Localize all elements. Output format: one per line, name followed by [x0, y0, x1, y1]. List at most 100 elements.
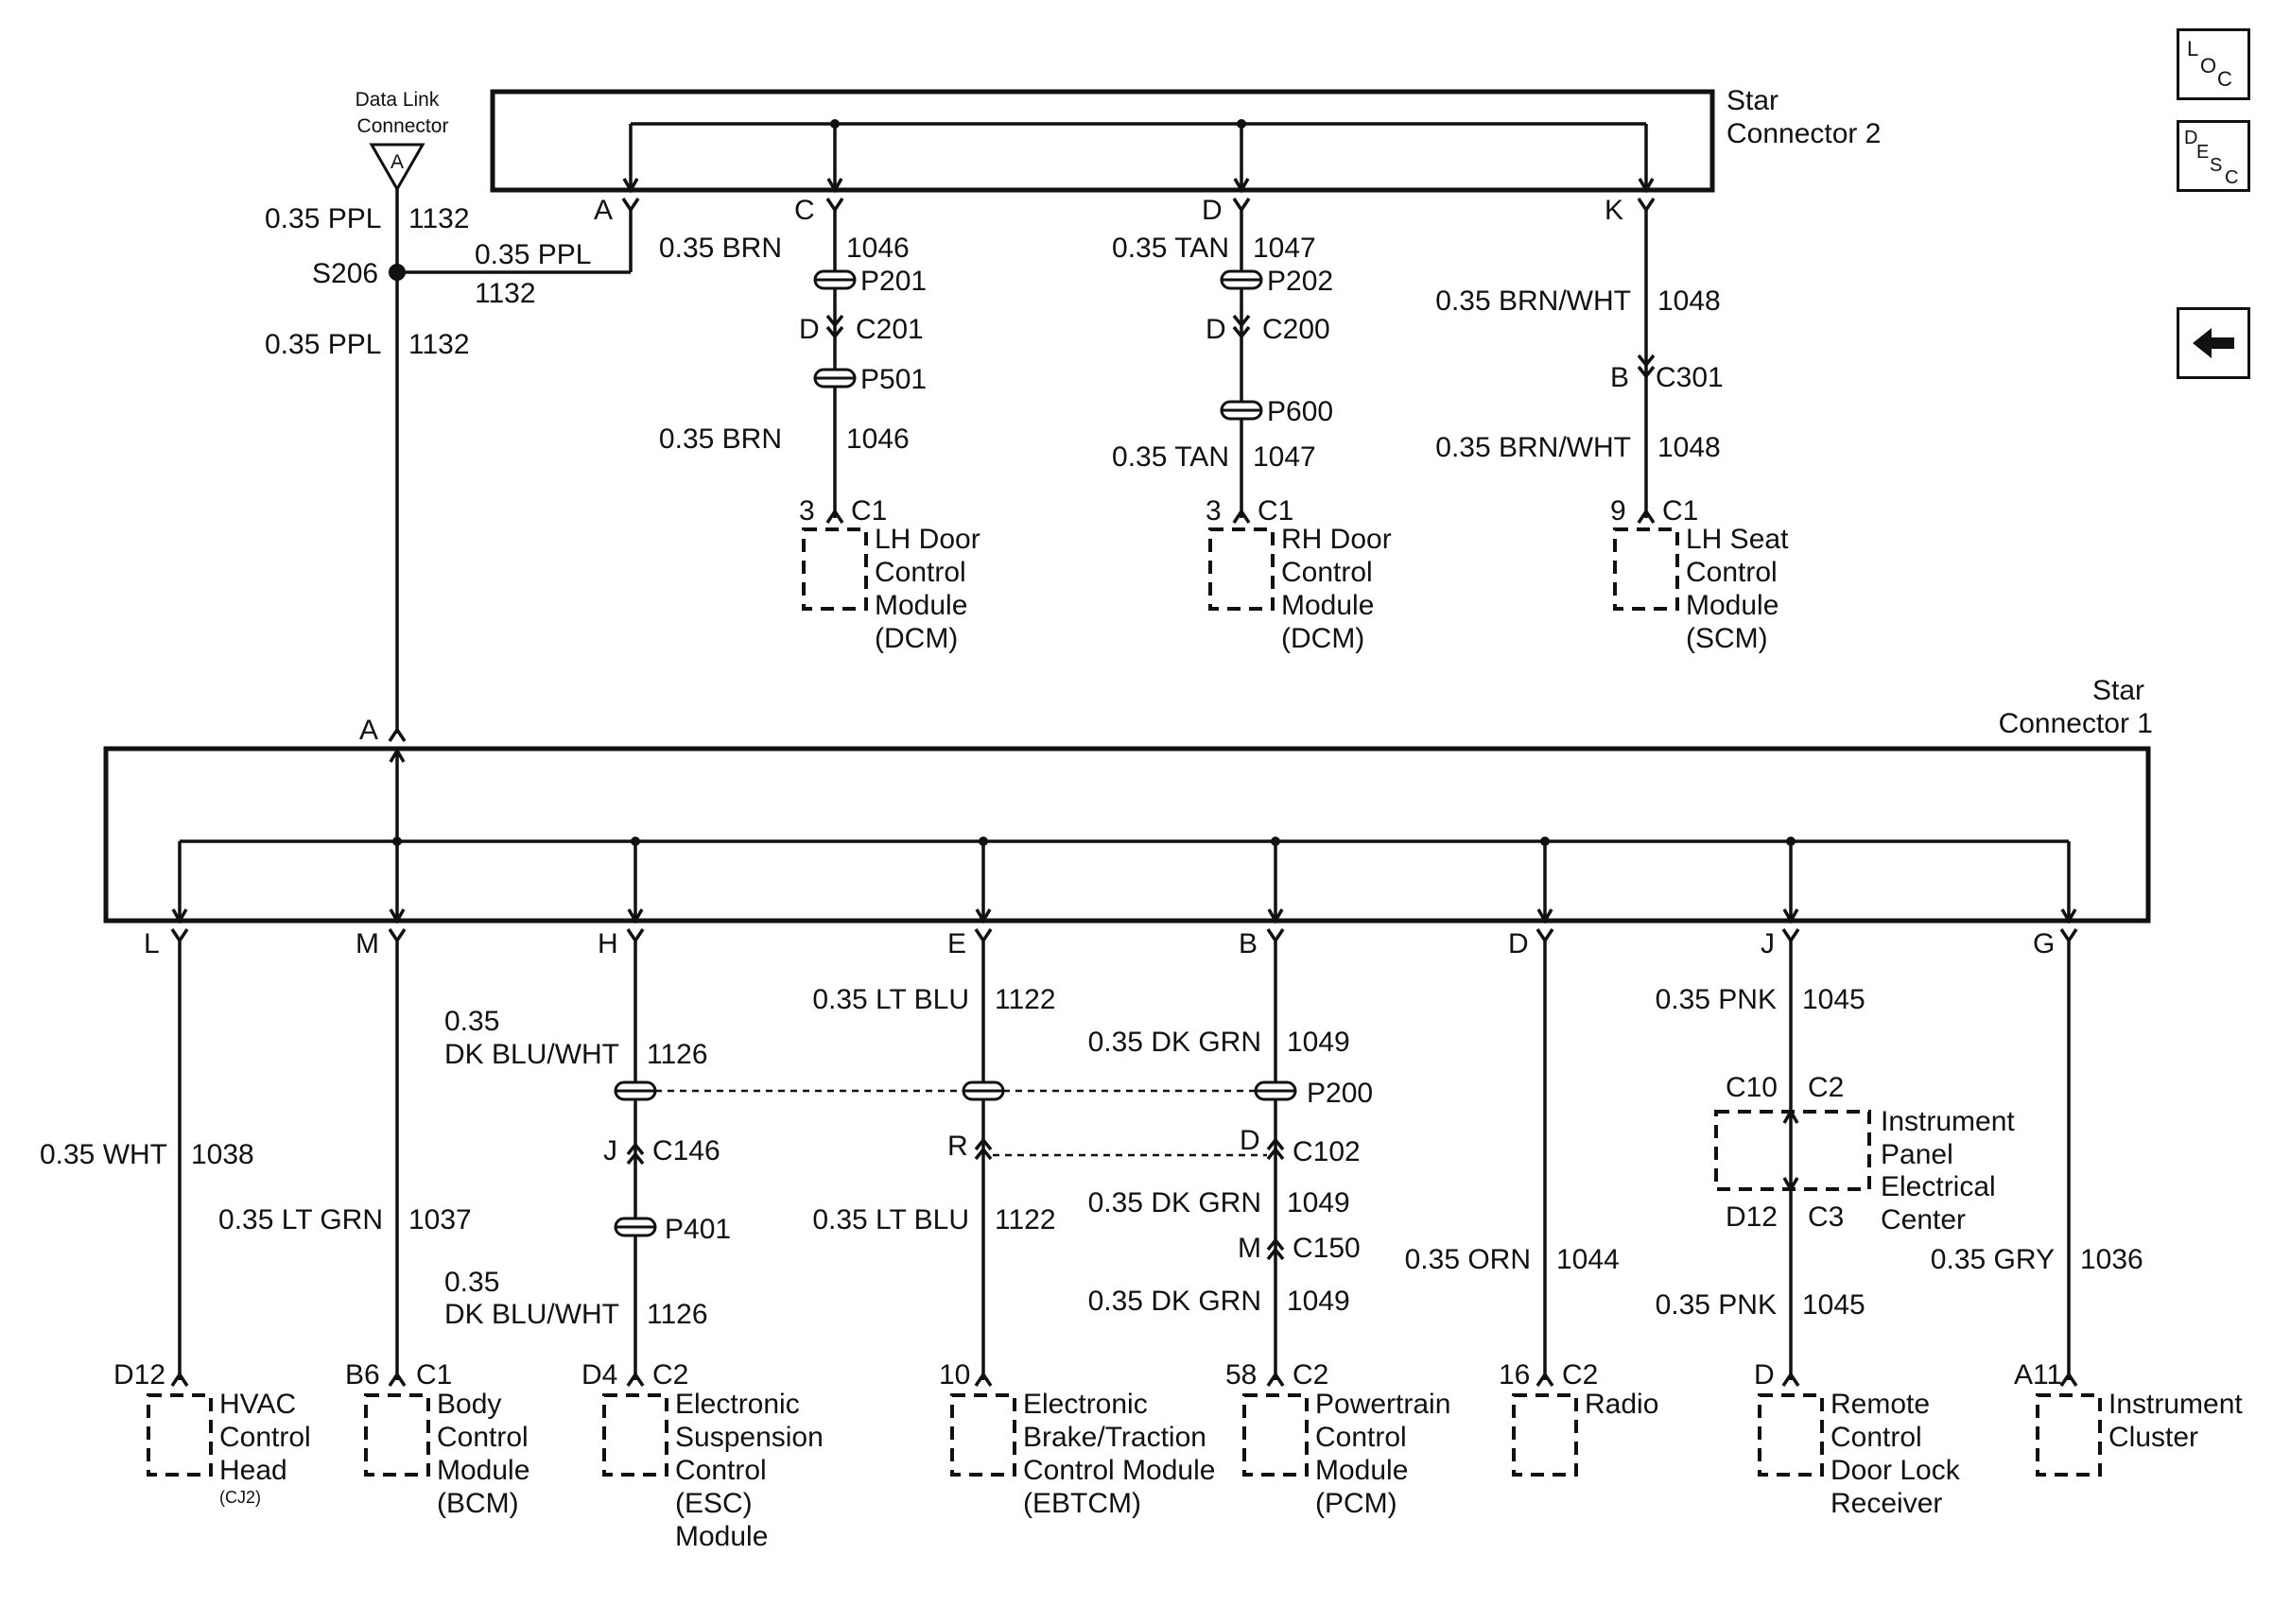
svg-text:1126: 1126 — [647, 1039, 708, 1070]
pcm-branch: 0.35 DK GRN 1049 P200 D C102 0.35 DK GRN… — [1088, 944, 1450, 1519]
svg-text:1122: 1122 — [995, 1204, 1056, 1235]
svg-text:1048: 1048 — [1657, 285, 1721, 317]
loc-button[interactable]: L O C — [2177, 28, 2250, 100]
svg-text:1045: 1045 — [1802, 1289, 1865, 1321]
svg-text:RH Door: RH Door — [1281, 524, 1392, 555]
svg-text:0.35: 0.35 — [444, 1006, 499, 1037]
svg-text:16: 16 — [1499, 1359, 1530, 1391]
svg-text:D12: D12 — [1726, 1201, 1778, 1233]
bcm-branch: 0.35 LT GRN 1037 B6 C1 Body Control Modu… — [218, 944, 529, 1519]
svg-text:Control: Control — [1315, 1422, 1407, 1453]
svg-text:D: D — [1206, 314, 1226, 345]
svg-text:Connector 1: Connector 1 — [1999, 708, 2153, 739]
pin-label: K — [1605, 195, 1623, 226]
svg-text:(EBTCM): (EBTCM) — [1023, 1488, 1141, 1519]
svg-text:C1: C1 — [416, 1359, 452, 1391]
svg-text:P202: P202 — [1267, 266, 1333, 297]
svg-text:Radio: Radio — [1585, 1389, 1658, 1420]
hvac-branch: 0.35 WHT 1038 D12 HVAC Control Head (CJ2… — [40, 944, 311, 1507]
svg-text:HVAC: HVAC — [219, 1389, 296, 1420]
svg-text:C: C — [2217, 67, 2232, 91]
radio-branch: 0.35 ORN 1044 16 C2 Radio — [1405, 944, 1658, 1477]
svg-text:10: 10 — [939, 1359, 970, 1391]
svg-text:LH Seat: LH Seat — [1686, 524, 1789, 555]
svg-text:1046: 1046 — [846, 233, 910, 264]
svg-text:0.35 BRN: 0.35 BRN — [659, 423, 782, 455]
desc-icon: D E S C — [2184, 128, 2238, 188]
svg-text:LH Door: LH Door — [875, 524, 980, 555]
svg-text:C2: C2 — [1562, 1359, 1598, 1391]
svg-text:C146: C146 — [652, 1135, 720, 1166]
svg-text:Body: Body — [437, 1389, 501, 1420]
svg-text:0.35 GRY: 0.35 GRY — [1931, 1244, 2055, 1275]
svg-text:Control: Control — [875, 557, 966, 588]
svg-text:Control: Control — [437, 1422, 529, 1453]
svg-text:Module: Module — [875, 590, 967, 621]
star-connector-2-pins: A C D K — [594, 195, 1656, 226]
star-connector-1: Star Connector 1 — [103, 675, 2153, 924]
desc-button[interactable]: D E S C — [2177, 120, 2250, 192]
svg-text:(DCM): (DCM) — [1281, 623, 1364, 654]
svg-text:C201: C201 — [856, 314, 924, 345]
svg-text:G: G — [2033, 928, 2055, 959]
back-button[interactable] — [2177, 307, 2250, 379]
svg-text:Door Lock: Door Lock — [1831, 1455, 1961, 1486]
svg-text:Powertrain: Powertrain — [1315, 1389, 1450, 1420]
svg-text:R: R — [947, 1131, 968, 1162]
svg-text:Module: Module — [1686, 590, 1778, 621]
svg-text:0.35 BRN/WHT: 0.35 BRN/WHT — [1435, 432, 1631, 463]
svg-text:1132: 1132 — [408, 329, 470, 360]
svg-text:Data Link: Data Link — [356, 89, 440, 111]
svg-text:D: D — [1508, 928, 1529, 959]
svg-text:(CJ2): (CJ2) — [219, 1488, 261, 1507]
svg-text:C102: C102 — [1293, 1136, 1361, 1167]
svg-text:Control: Control — [1831, 1422, 1922, 1453]
svg-text:Control: Control — [1281, 557, 1373, 588]
star-connector-1-pins: L M H E B D J G — [144, 927, 2078, 959]
svg-text:(DCM): (DCM) — [875, 623, 958, 654]
svg-text:0.35 WHT: 0.35 WHT — [40, 1139, 167, 1170]
svg-text:0.35 TAN: 0.35 TAN — [1112, 441, 1229, 473]
lh-door-branch: 0.35 BRN 1046 P201 D C201 P501 0.35 BRN … — [659, 214, 980, 654]
svg-text:1126: 1126 — [647, 1299, 708, 1330]
svg-text:C: C — [2225, 167, 2238, 188]
pin-label: D — [1202, 195, 1223, 226]
lh-seat-branch: 0.35 BRN/WHT 1048 B C301 0.35 BRN/WHT 10… — [1435, 214, 1789, 654]
svg-text:0.35 LT BLU: 0.35 LT BLU — [812, 1204, 969, 1235]
svg-text:P501: P501 — [860, 364, 927, 395]
svg-text:A11: A11 — [2014, 1359, 2062, 1391]
pin-label: A — [594, 195, 613, 226]
svg-text:C1: C1 — [1258, 495, 1293, 527]
svg-text:0.35 ORN: 0.35 ORN — [1405, 1244, 1531, 1275]
svg-text:Module: Module — [437, 1455, 529, 1486]
svg-text:C2: C2 — [1808, 1072, 1844, 1103]
svg-text:9: 9 — [1610, 495, 1626, 527]
rh-door-branch: 0.35 TAN 1047 P202 D C200 P600 0.35 TAN … — [1112, 214, 1392, 654]
svg-text:Center: Center — [1881, 1204, 1966, 1235]
svg-text:0.35 DK GRN: 0.35 DK GRN — [1088, 1027, 1261, 1058]
svg-text:1049: 1049 — [1287, 1286, 1350, 1317]
svg-text:DK BLU/WHT: DK BLU/WHT — [444, 1299, 619, 1330]
svg-text:DK BLU/WHT: DK BLU/WHT — [444, 1039, 619, 1070]
svg-text:Electronic: Electronic — [1023, 1389, 1148, 1420]
svg-text:M: M — [356, 928, 379, 959]
svg-text:Star: Star — [2092, 675, 2144, 706]
svg-text:D: D — [799, 314, 820, 345]
svg-text:S: S — [2210, 155, 2222, 176]
svg-text:(BCM): (BCM) — [437, 1488, 519, 1519]
svg-text:0.35 PPL: 0.35 PPL — [265, 203, 381, 234]
svg-text:Head: Head — [219, 1455, 287, 1486]
svg-text:Suspension: Suspension — [675, 1422, 824, 1453]
svg-text:Electrical: Electrical — [1881, 1171, 1996, 1202]
svg-text:1048: 1048 — [1657, 432, 1721, 463]
shared-connector-links — [655, 1089, 1267, 1157]
svg-text:Receiver: Receiver — [1831, 1488, 1942, 1519]
svg-text:0.35 PPL: 0.35 PPL — [475, 239, 591, 270]
svg-text:1047: 1047 — [1253, 441, 1316, 473]
svg-text:Brake/Traction: Brake/Traction — [1023, 1422, 1206, 1453]
svg-text:L: L — [2187, 37, 2198, 60]
svg-text:Module: Module — [675, 1521, 768, 1552]
svg-text:1132: 1132 — [408, 203, 470, 234]
svg-text:D: D — [2184, 128, 2197, 148]
